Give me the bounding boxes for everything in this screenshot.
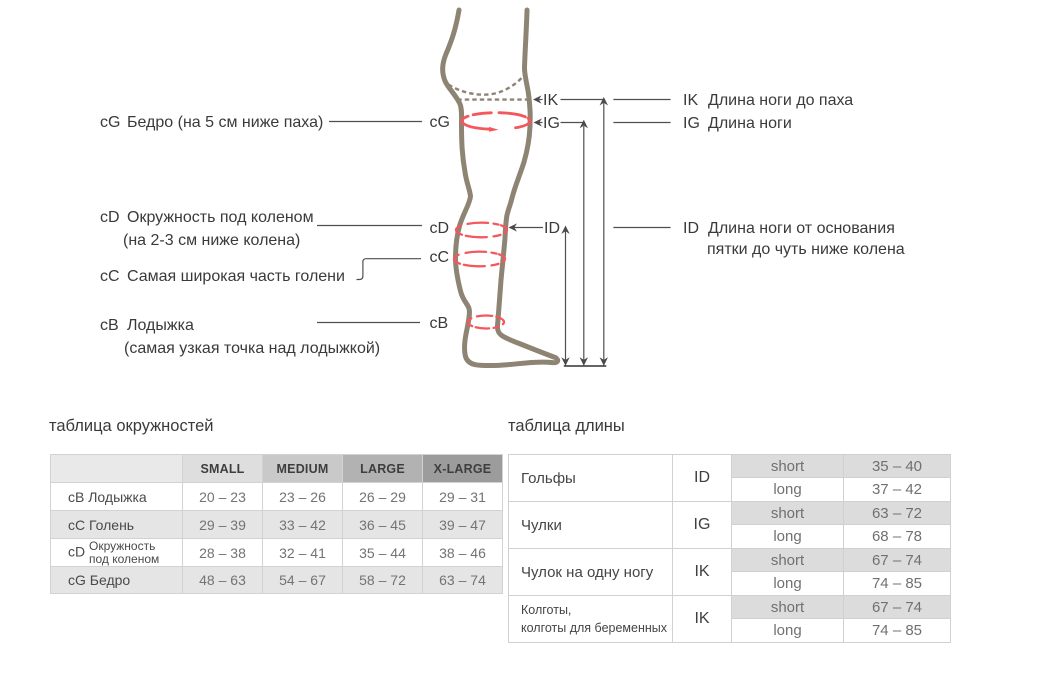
svg-text:IK: IK [543, 92, 558, 109]
svg-text:cB: cB [100, 317, 119, 334]
svg-text:(самая узкая точка над лодыжко: (самая узкая точка над лодыжкой) [124, 340, 380, 357]
svg-text:cD: cD [100, 209, 120, 226]
svg-text:cC: cC [100, 268, 120, 285]
svg-text:Длина ноги до паха: Длина ноги до паха [708, 92, 853, 109]
svg-text:Лодыжка: Лодыжка [127, 317, 194, 334]
svg-text:IK: IK [683, 92, 698, 109]
svg-text:IG: IG [543, 115, 560, 132]
svg-text:Самая широкая часть голени: Самая широкая часть голени [127, 268, 345, 285]
svg-text:Длина ноги от основания: Длина ноги от основания [708, 220, 895, 237]
svg-text:cD: cD [430, 220, 450, 237]
svg-text:Длина ноги: Длина ноги [708, 115, 792, 132]
svg-text:cB: cB [430, 315, 449, 332]
svg-text:ID: ID [544, 220, 560, 237]
svg-text:Бедро (на 5 см ниже паха): Бедро (на 5 см ниже паха) [127, 114, 323, 131]
svg-text:пятки до чуть ниже колена: пятки до чуть ниже колена [707, 241, 905, 258]
svg-text:cG: cG [100, 114, 120, 131]
svg-text:IG: IG [683, 115, 700, 132]
svg-text:cG: cG [430, 114, 450, 131]
svg-text:(на 2-3 см ниже колена): (на 2-3 см ниже колена) [123, 232, 300, 249]
svg-text:ID: ID [683, 220, 699, 237]
svg-text:cC: cC [430, 249, 450, 266]
svg-text:Окружность под коленом: Окружность под коленом [127, 209, 314, 226]
